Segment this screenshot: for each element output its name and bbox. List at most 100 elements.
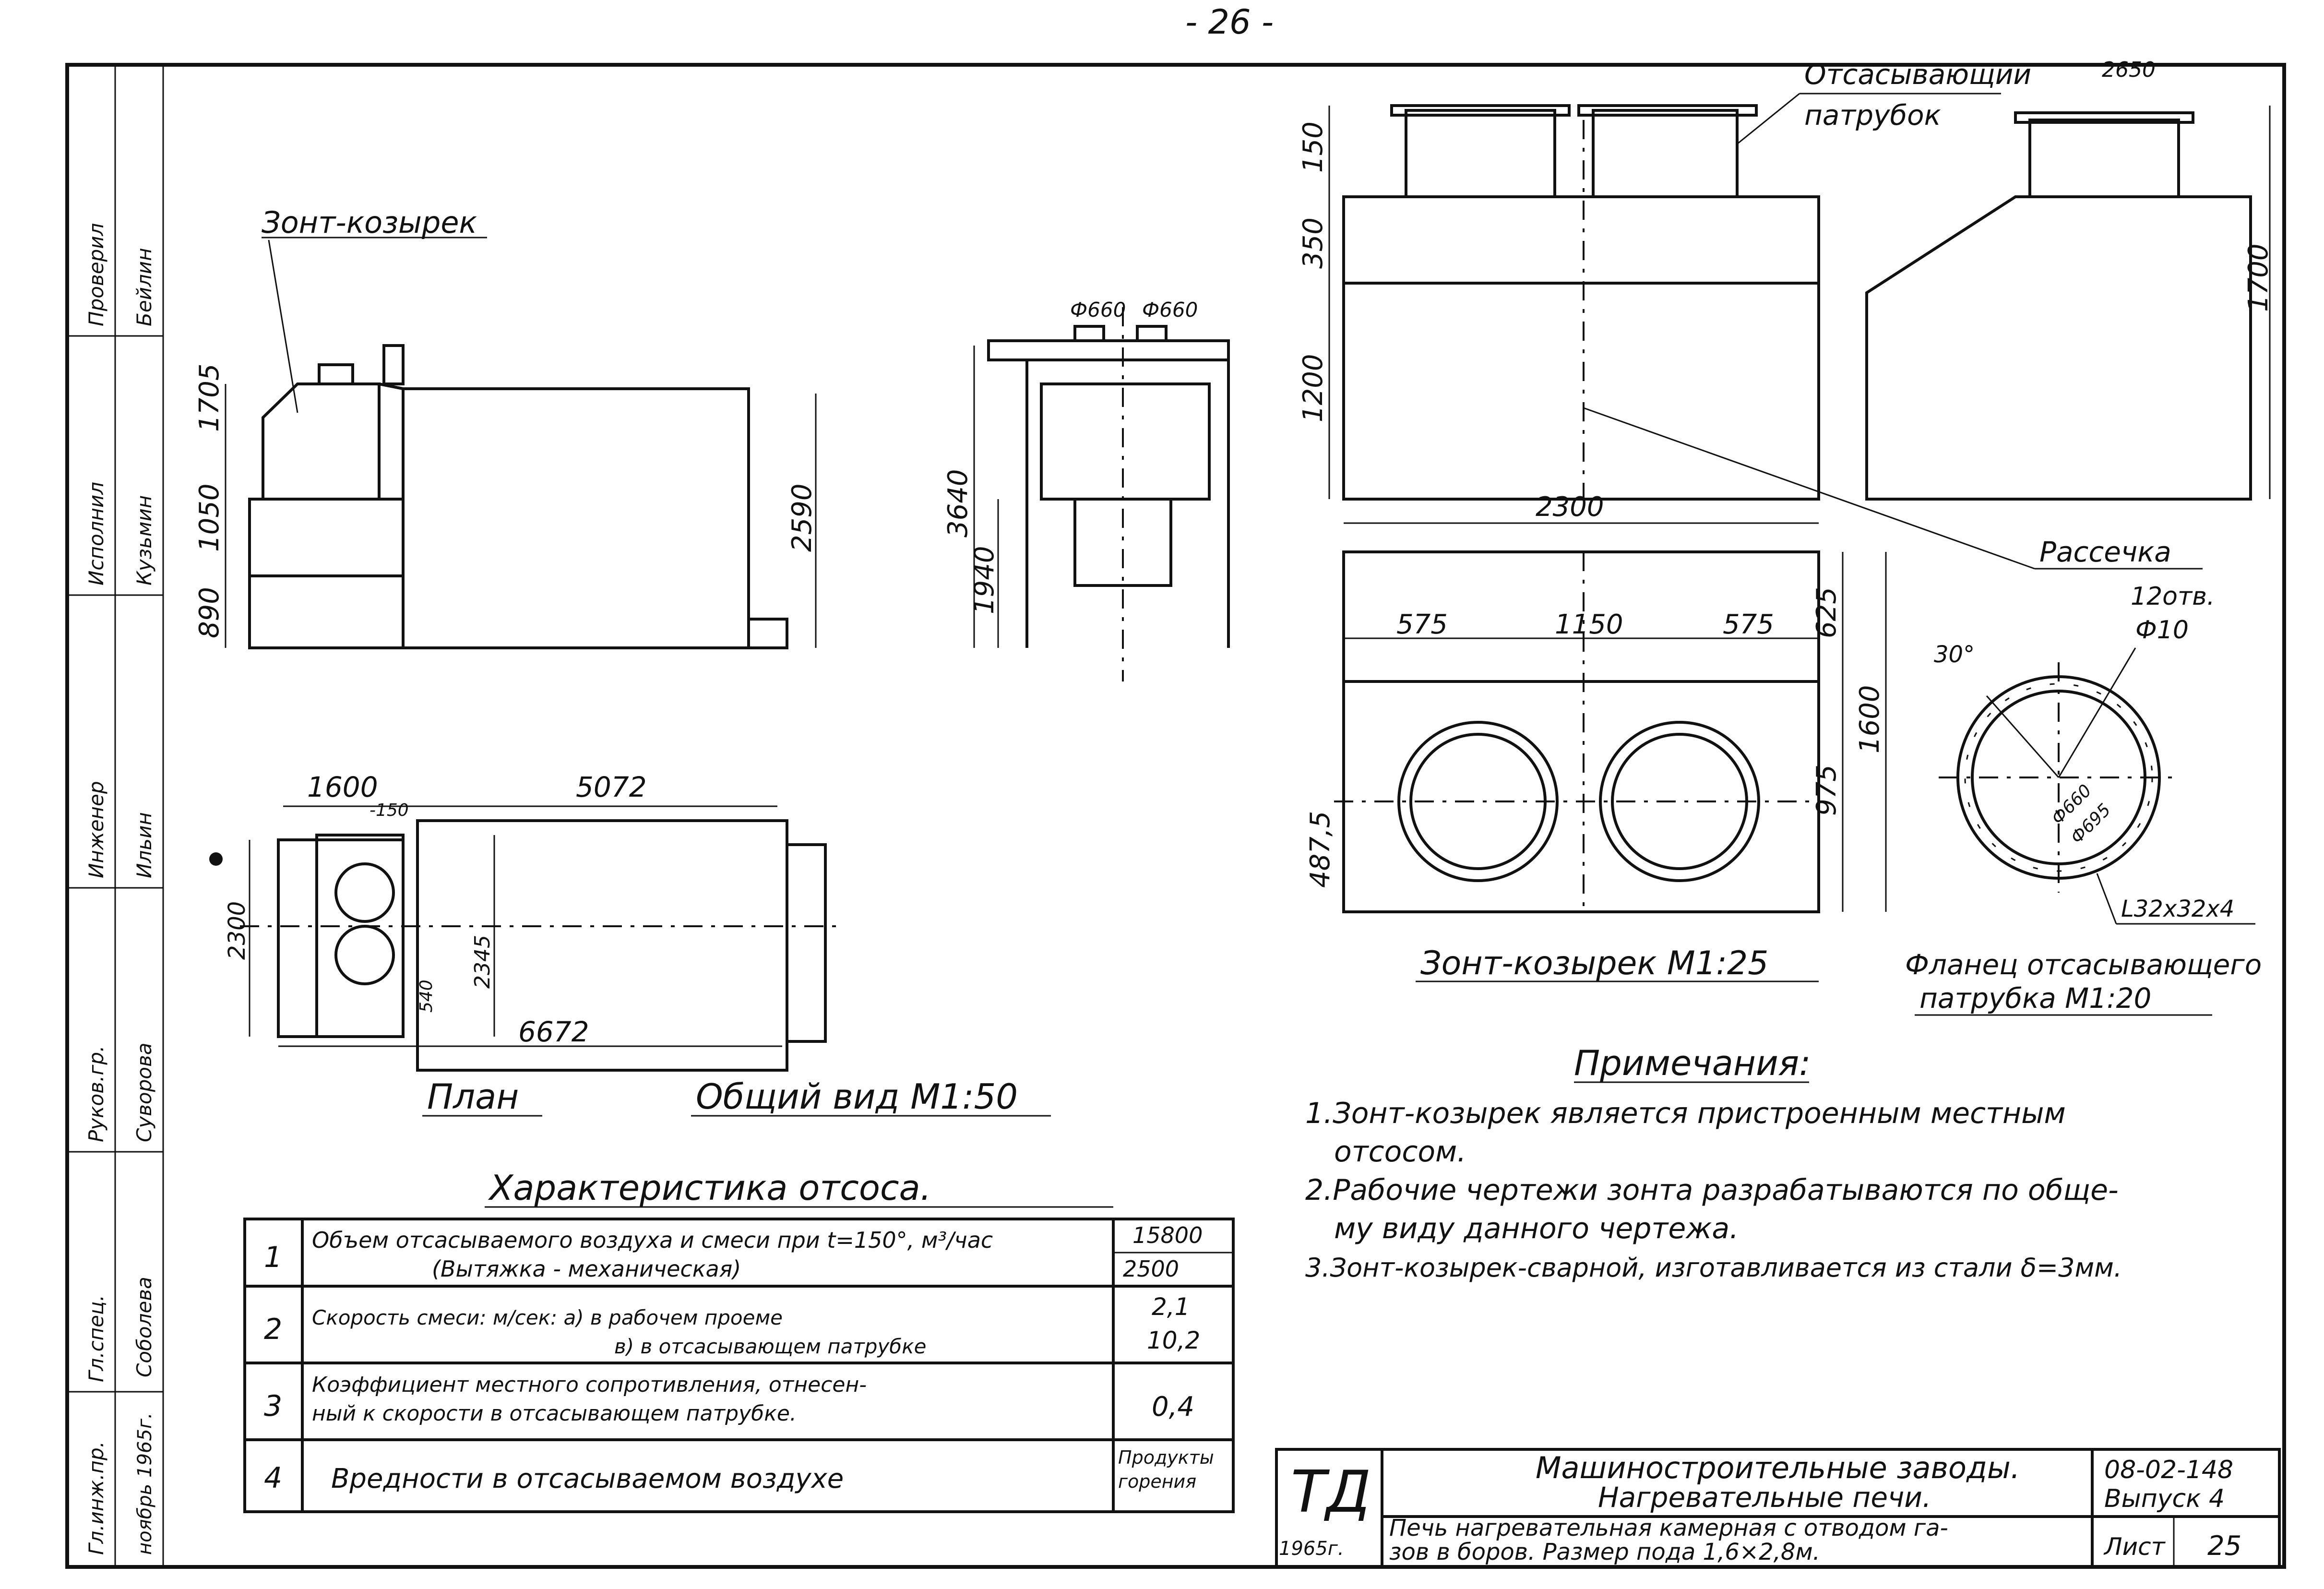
stamp-role-2: Гл.спец.	[84, 1295, 108, 1382]
title-year: 1965г.	[1279, 1538, 1344, 1560]
hood-caption: Зонт-козырек М1:25	[1420, 944, 1768, 982]
row-3-text-2: ный к скорости в отсасывающем патрубке.	[312, 1401, 797, 1426]
general-view-side: Ф660 Ф660 3640 1940	[942, 298, 1230, 681]
outlet-label-2: патрубок	[1804, 99, 1941, 131]
hood-dim-575-b: 575	[1723, 609, 1774, 640]
flange-caption-2: патрубка М1:20	[1919, 982, 2151, 1015]
flange-hole-d: Ф10	[2135, 616, 2189, 645]
row-2-text-1: Скорость смеси: м/сек: а) в рабочем прое…	[312, 1306, 783, 1329]
row-1-text-2: (Вытяжка - механическая)	[432, 1256, 741, 1282]
row-2-value-2: 10,2	[1147, 1326, 1200, 1354]
section-mark	[209, 852, 223, 866]
hood-dim-1700: 1700	[2243, 243, 2274, 312]
row-3-text-1: Коэффициент местного сопротивления, отне…	[312, 1373, 867, 1397]
table-title: Характеристика отсоса.	[488, 1168, 931, 1208]
title-issue: Выпуск 4	[2104, 1484, 2225, 1513]
title-org-1: Машиностроительные заводы.	[1536, 1450, 2020, 1485]
row-3-value: 0,4	[1152, 1391, 1194, 1422]
title-block: ТД 1965г. Машиностроительные заводы. Наг…	[1275, 1448, 2281, 1568]
dim-1050: 1050	[194, 483, 225, 552]
note-line-1: 1.Зонт-козырек является пристроенным мес…	[1305, 1097, 2066, 1130]
general-view-front: Зонт-козырек 1705 1050 890 2590	[194, 205, 818, 649]
hood-dim-350: 350	[1298, 217, 1329, 269]
dim-540: 540	[417, 980, 436, 1013]
dim-f660-b: Ф660	[1142, 298, 1198, 322]
dim-890: 890	[194, 587, 225, 638]
page-number: - 26 -	[1185, 2, 1274, 42]
flange-caption-1: Фланец отсасывающего	[1905, 948, 2262, 981]
hood-label: Зонт-козырек	[262, 205, 477, 240]
title-desc-1: Печь нагревательная камерная с отводом г…	[1389, 1515, 1948, 1541]
flange-angle-profile: L32x32x4	[2121, 896, 2234, 922]
row-4-text: Вредности в отсасываемом воздухе	[331, 1463, 844, 1494]
cut-label: Рассечка	[2039, 536, 2171, 568]
row-1-value-1: 15800	[1132, 1222, 1203, 1248]
title-sheet-label: Лист	[2103, 1533, 2166, 1561]
row-1-value-2: 2500	[1123, 1256, 1179, 1282]
stamp-role-4: Инженер	[84, 781, 108, 878]
hood-plan-view: 575 1150 575 625 1600 975 487,5 Зонт-коз…	[1305, 407, 2203, 982]
plan-view: 1600 5072 -150 2300 2345 540 6672 План О…	[209, 771, 1051, 1117]
dim-3640: 3640	[942, 469, 974, 538]
stamp-name-3: Суворова	[132, 1043, 156, 1142]
logo-td: ТД	[1291, 1459, 1371, 1526]
hood-dim-1600: 1600	[1854, 685, 1885, 753]
note-line-4: му виду данного чертежа.	[1334, 1212, 1739, 1245]
plan-caption: План	[427, 1076, 519, 1117]
flange-view: 12отв. Ф10 30° Ф660 Ф695 L32x32x4 Фланец…	[1905, 582, 2262, 1016]
hood-dim-1200: 1200	[1298, 354, 1329, 422]
row-1-text-1: Объем отсасываемого воздуха и смеси при …	[312, 1227, 993, 1253]
hood-dim-625: 625	[1811, 587, 1842, 638]
row-2-text-2: в) в отсасывающем патрубке	[614, 1335, 926, 1358]
title-code: 08-02-148	[2104, 1456, 2233, 1484]
outlet-label-1: Отсасывающий	[1804, 58, 2031, 91]
stamp-name-5: Кузьмин	[132, 495, 156, 585]
dim-6672: 6672	[518, 1016, 589, 1048]
stamp-role-5: Исполнил	[84, 482, 108, 585]
row-4-number: 4	[264, 1461, 282, 1495]
note-line-5: 3.Зонт-козырек-сварной, изготавливается …	[1305, 1253, 2122, 1283]
dim-2590: 2590	[787, 483, 818, 552]
stamp-role-1: Гл.инж.пр.	[84, 1441, 108, 1555]
hood-front-view: 150 350 1200 2300 Отсасывающий патрубок	[1298, 58, 2031, 524]
dim-1940: 1940	[969, 546, 1000, 614]
hood-dim-975: 975	[1811, 765, 1842, 816]
dim-1705: 1705	[194, 363, 225, 432]
title-sheet-number: 25	[2207, 1530, 2241, 1562]
hood-dim-2300: 2300	[1536, 491, 1604, 523]
dim-5072: 5072	[576, 771, 647, 803]
title-desc-2: зов в боров. Размер пода 1,6×2,8м.	[1389, 1539, 1820, 1565]
hood-side-view: 1700 2650	[1865, 58, 2274, 501]
dim-2345: 2345	[470, 935, 495, 989]
hood-dim-2650: 2650	[2102, 58, 2156, 82]
characteristics-table: Характеристика отсоса. 1 Объем отсасывае…	[243, 1168, 1235, 1513]
note-line-2: отсосом.	[1334, 1135, 1466, 1169]
hood-dim-487: 487,5	[1305, 811, 1336, 888]
side-stamp: Гл.инж.пр. Гл.спец. Руков.гр. Инженер Ис…	[66, 64, 164, 1568]
stamp-name-6: Бейлин	[132, 248, 156, 326]
row-3-number: 3	[264, 1389, 282, 1423]
dim-2300: 2300	[224, 901, 250, 960]
flange-holes: 12отв.	[2131, 582, 2215, 611]
dim-150: -150	[369, 800, 409, 820]
dim-1600: 1600	[307, 771, 378, 803]
stamp-role-3: Руков.гр.	[84, 1046, 108, 1142]
row-4-value-2: горения	[1118, 1471, 1196, 1492]
dim-f660-a: Ф660	[1070, 298, 1126, 322]
hood-dim-150: 150	[1298, 121, 1329, 173]
general-view-caption: Общий вид М1:50	[696, 1076, 1018, 1117]
title-org-2: Нагревательные печи.	[1598, 1481, 1931, 1514]
row-4-value-1: Продукты	[1118, 1447, 1214, 1468]
hood-dim-1150: 1150	[1555, 609, 1623, 640]
stamp-name-2: Соболева	[132, 1277, 156, 1377]
row-2-value-1: 2,1	[1152, 1293, 1190, 1321]
note-line-3: 2.Рабочие чертежи зонта разрабатываются …	[1305, 1173, 2119, 1207]
stamp-name-4: Ильин	[132, 812, 156, 878]
notes-title: Примечания:	[1574, 1043, 1811, 1083]
stamp-name-1: ноябрь 1965г.	[134, 1412, 156, 1555]
row-2-number: 2	[264, 1313, 282, 1346]
hood-dim-575-a: 575	[1396, 609, 1448, 640]
notes: Примечания: 1.Зонт-козырек является прис…	[1305, 1043, 2122, 1283]
